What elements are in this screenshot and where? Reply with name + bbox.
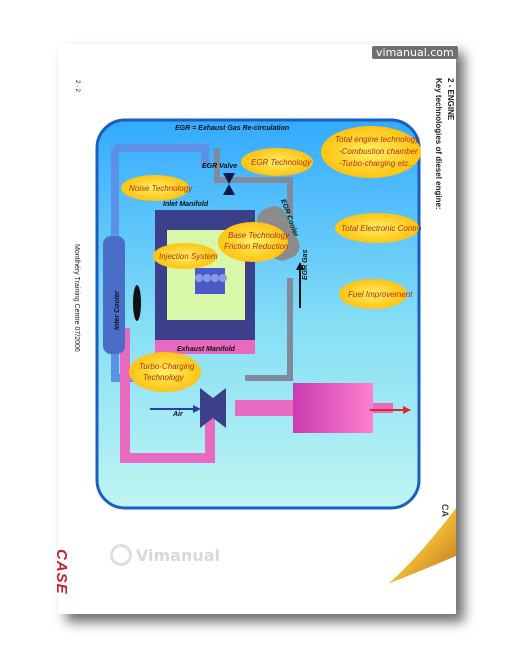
case-logo: CASE: [53, 549, 70, 595]
egr-valve-icon: [223, 173, 235, 184]
bubble-total-electronic-text: Total Electronic Control: [341, 224, 421, 233]
air-pipe-top: [115, 144, 209, 168]
bubble-total-electronic: Total Electronic Control: [335, 213, 424, 243]
bubble-injection-system: Injection System: [153, 243, 218, 269]
bubble-turbo-charging: Turbo-Charging Technology: [129, 352, 201, 392]
egr-gas-arrow-icon: [296, 262, 304, 270]
page-number: 2 - 2: [74, 80, 80, 93]
bubble-noise-technology: Noise Technology: [121, 175, 193, 201]
air-label: Air: [172, 411, 184, 418]
egr-diagram: EGR = Exhaust Gas Re-circulation EGR Val…: [95, 118, 424, 510]
page-curl: [388, 508, 456, 598]
cylinder-3: [211, 274, 219, 282]
footer-text: Montlhéry Training Centre 07/2006: [73, 244, 80, 352]
section-title: 2 - ENGINE: [446, 78, 455, 121]
inlet-manifold-label: Inlet Manifold: [163, 201, 209, 208]
bubble-egr-technology: EGR Technology: [241, 148, 313, 176]
egr-title: EGR = Exhaust Gas Re-circulation: [175, 125, 289, 132]
bubble-total-engine-text-1: Total engine technology: [335, 135, 420, 144]
exhaust-manifold-bar: [155, 340, 255, 354]
egr-diagram-svg: EGR = Exhaust Gas Re-circulation EGR Val…: [95, 118, 424, 510]
cylinder-2: [203, 274, 211, 282]
bubble-base-technology-text-1: Base Technology: [228, 231, 290, 240]
vimanual-circle-icon: [110, 544, 132, 566]
page-curl-fold: [388, 508, 456, 584]
cylinder-4: [219, 274, 227, 282]
egr-valve-label: EGR Valve: [202, 163, 237, 170]
bubble-injection-system-text: Injection System: [159, 252, 218, 261]
egr-pipe-top: [214, 148, 293, 218]
cylinder-1: [195, 274, 203, 282]
vimanual-watermark: Vimanual: [110, 540, 220, 570]
page-curl-backing: [388, 556, 456, 598]
bubble-turbo-text-2: Technology: [143, 373, 185, 382]
inter-cooler-label: Inter Cooler: [114, 289, 121, 330]
bubble-egr-technology-text: EGR Technology: [251, 158, 312, 167]
vimanual-watermark-text: Vimanual: [135, 545, 220, 565]
turbo-turbine: [213, 388, 226, 428]
exhaust-arrow-icon: [403, 406, 411, 414]
bubble-turbo-text-1: Turbo-Charging: [139, 362, 195, 371]
inter-cooler: [103, 236, 125, 354]
bubble-base-technology-text-2: Friction Reduction: [224, 242, 289, 251]
air-arrow-icon: [193, 405, 201, 413]
muffler: [293, 383, 373, 433]
fan-icon: [133, 285, 141, 321]
exhaust-pipe: [120, 328, 215, 463]
bubble-noise-technology-text: Noise Technology: [129, 184, 193, 193]
bubble-base-technology: Base Technology Friction Reduction: [218, 222, 290, 262]
egr-valve-icon-lower: [223, 184, 235, 195]
site-watermark: vimanual.com: [372, 46, 458, 59]
bubble-total-engine-text-2: -Combustion chamber: [339, 147, 418, 156]
bubble-total-engine: Total engine technology -Combustion cham…: [321, 126, 421, 178]
exhaust-manifold-label: Exhaust Manifold: [177, 346, 236, 353]
turbo-compressor: [200, 388, 213, 428]
egr-pipe-down: [245, 278, 293, 381]
bubble-fuel-improvement: Fuel Improvement: [339, 279, 413, 309]
bubble-fuel-improvement-text: Fuel Improvement: [348, 290, 413, 299]
subtitle: Key technologies of diesel engine:: [434, 78, 443, 210]
bubble-total-engine-text-3: -Turbo-charging etc..: [339, 159, 413, 168]
egr-gas-label: EGR Gas: [302, 250, 309, 280]
